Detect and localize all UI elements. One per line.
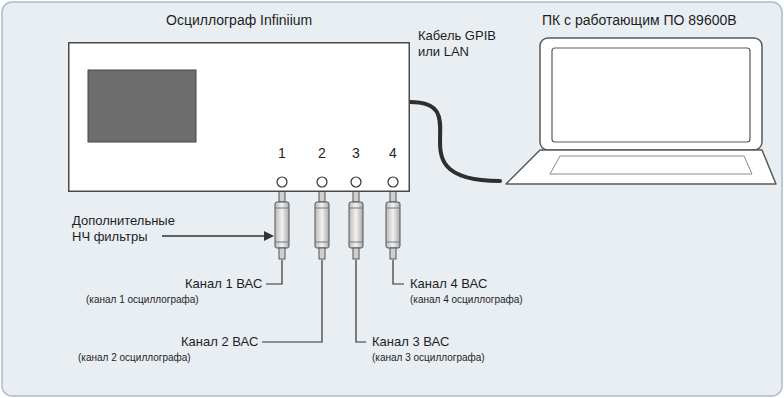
filter-neck — [319, 191, 325, 202]
filter-body — [349, 202, 363, 248]
node-title: Осциллограф Infiniium — [164, 12, 314, 28]
filter-arrow — [162, 231, 274, 241]
leader-lines — [262, 260, 404, 342]
laptop-display — [552, 48, 750, 142]
laptop-base — [506, 150, 776, 184]
filter-neck — [353, 248, 359, 259]
filter-ring — [275, 208, 289, 209]
scope-screen — [88, 70, 196, 142]
filter-body — [275, 202, 289, 248]
filter-neck — [319, 248, 325, 259]
node-title: ПК с работающим ПО 89600B — [540, 12, 739, 28]
leader-line — [262, 260, 322, 342]
filter-neck — [279, 248, 285, 259]
filter-neck — [279, 191, 285, 202]
filter-ring — [349, 242, 363, 243]
channel-sublabel: (канал 2 осциллографа) — [78, 351, 191, 364]
filter-ring — [275, 242, 289, 243]
node-outline — [68, 42, 410, 192]
channel-number: 2 — [318, 145, 326, 162]
edge-label: Кабель GPIB или LAN — [418, 28, 514, 60]
laptop-lid — [540, 38, 762, 150]
filter-ring — [386, 208, 400, 209]
channel-input — [351, 177, 361, 187]
filter-label: Дополнительные НЧ фильтры — [72, 213, 182, 245]
leader-line — [266, 260, 282, 284]
filter-ring — [386, 242, 400, 243]
filter-neck — [390, 248, 396, 259]
leader-line — [393, 260, 404, 284]
filter-ring — [315, 208, 329, 209]
channel-number: 1 — [278, 145, 286, 162]
channel-number: 4 — [389, 145, 397, 162]
channel-sublabel: (канал 3 осциллографа) — [372, 351, 485, 364]
arrow-line — [162, 235, 266, 236]
filter-neck — [390, 191, 396, 202]
scope-body — [69, 43, 410, 192]
arrow-head — [264, 231, 274, 241]
channel-input — [317, 177, 327, 187]
channel-label: Канал 2 ВАС — [181, 334, 258, 350]
channel-label: Канал 3 ВАС — [372, 334, 449, 350]
filter-body — [315, 202, 329, 248]
channel-sublabel: (канал 1 осциллографа) — [86, 293, 199, 306]
channel-input — [277, 177, 287, 187]
filter-body — [386, 202, 400, 248]
channel-input — [388, 177, 398, 187]
channel-label: Канал 4 ВАС — [410, 276, 487, 292]
pc-laptop: ПК с работающим ПО 89600B — [500, 8, 778, 194]
leader-line — [356, 260, 366, 342]
node-outline — [500, 8, 778, 194]
filter-neck — [353, 191, 359, 202]
filter-ring — [349, 208, 363, 209]
cable — [410, 102, 500, 181]
filter-ring — [315, 242, 329, 243]
channel-label: Канал 1 ВАС — [185, 276, 262, 292]
channel-number: 3 — [352, 145, 360, 162]
channel-sublabel: (канал 4 осциллографа) — [410, 293, 523, 306]
oscilloscope-box: Осциллограф Infiniium — [68, 42, 410, 192]
laptop-keyboard — [550, 156, 752, 174]
filters — [275, 191, 400, 259]
